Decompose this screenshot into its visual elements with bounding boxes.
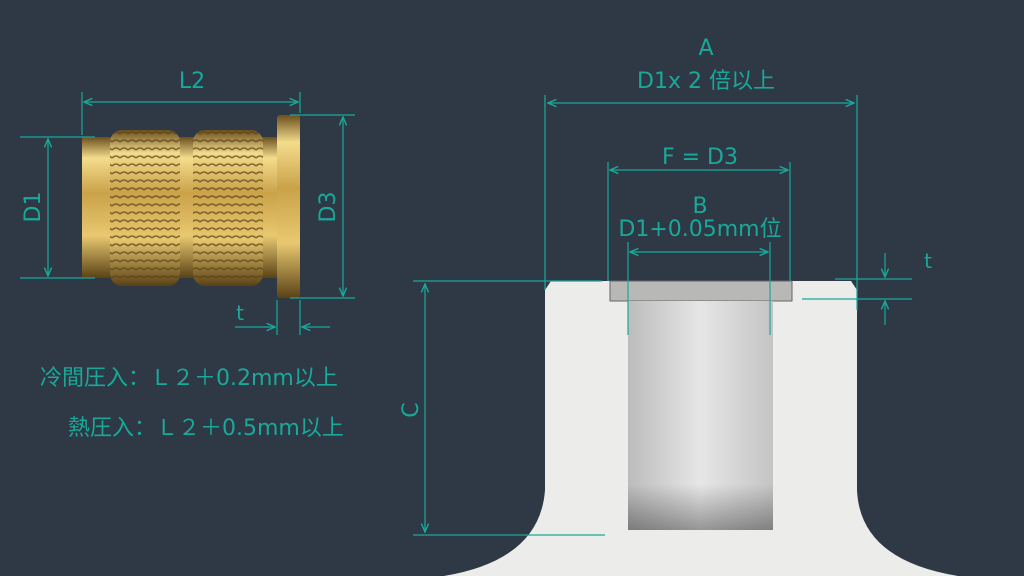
label-B: B: [692, 194, 707, 219]
label-A-rule: D1x 2 倍以上: [637, 69, 775, 94]
label-L2: L2: [179, 69, 205, 94]
boss-section: [444, 280, 958, 576]
counterbore: [609, 280, 793, 302]
label-D1: D1: [21, 192, 46, 223]
label-C: C: [399, 402, 424, 417]
boss-dimensions: [413, 95, 912, 536]
insert-dimensions: [20, 92, 355, 335]
label-F-rule: F = D3: [662, 145, 738, 170]
insert-flange: [277, 115, 300, 298]
label-t-insert: t: [236, 301, 244, 325]
brass-insert: [82, 115, 300, 298]
label-B-rule: D1+0.05mm位: [618, 217, 781, 242]
heat-press-note: 熱圧入：Ｌ２＋0.5mm以上: [68, 416, 344, 441]
label-A: A: [698, 36, 713, 61]
label-t-boss: t: [924, 249, 932, 273]
cold-press-note: 冷間圧入：Ｌ２＋0.2mm以上: [40, 366, 338, 391]
label-D3: D3: [316, 192, 341, 223]
